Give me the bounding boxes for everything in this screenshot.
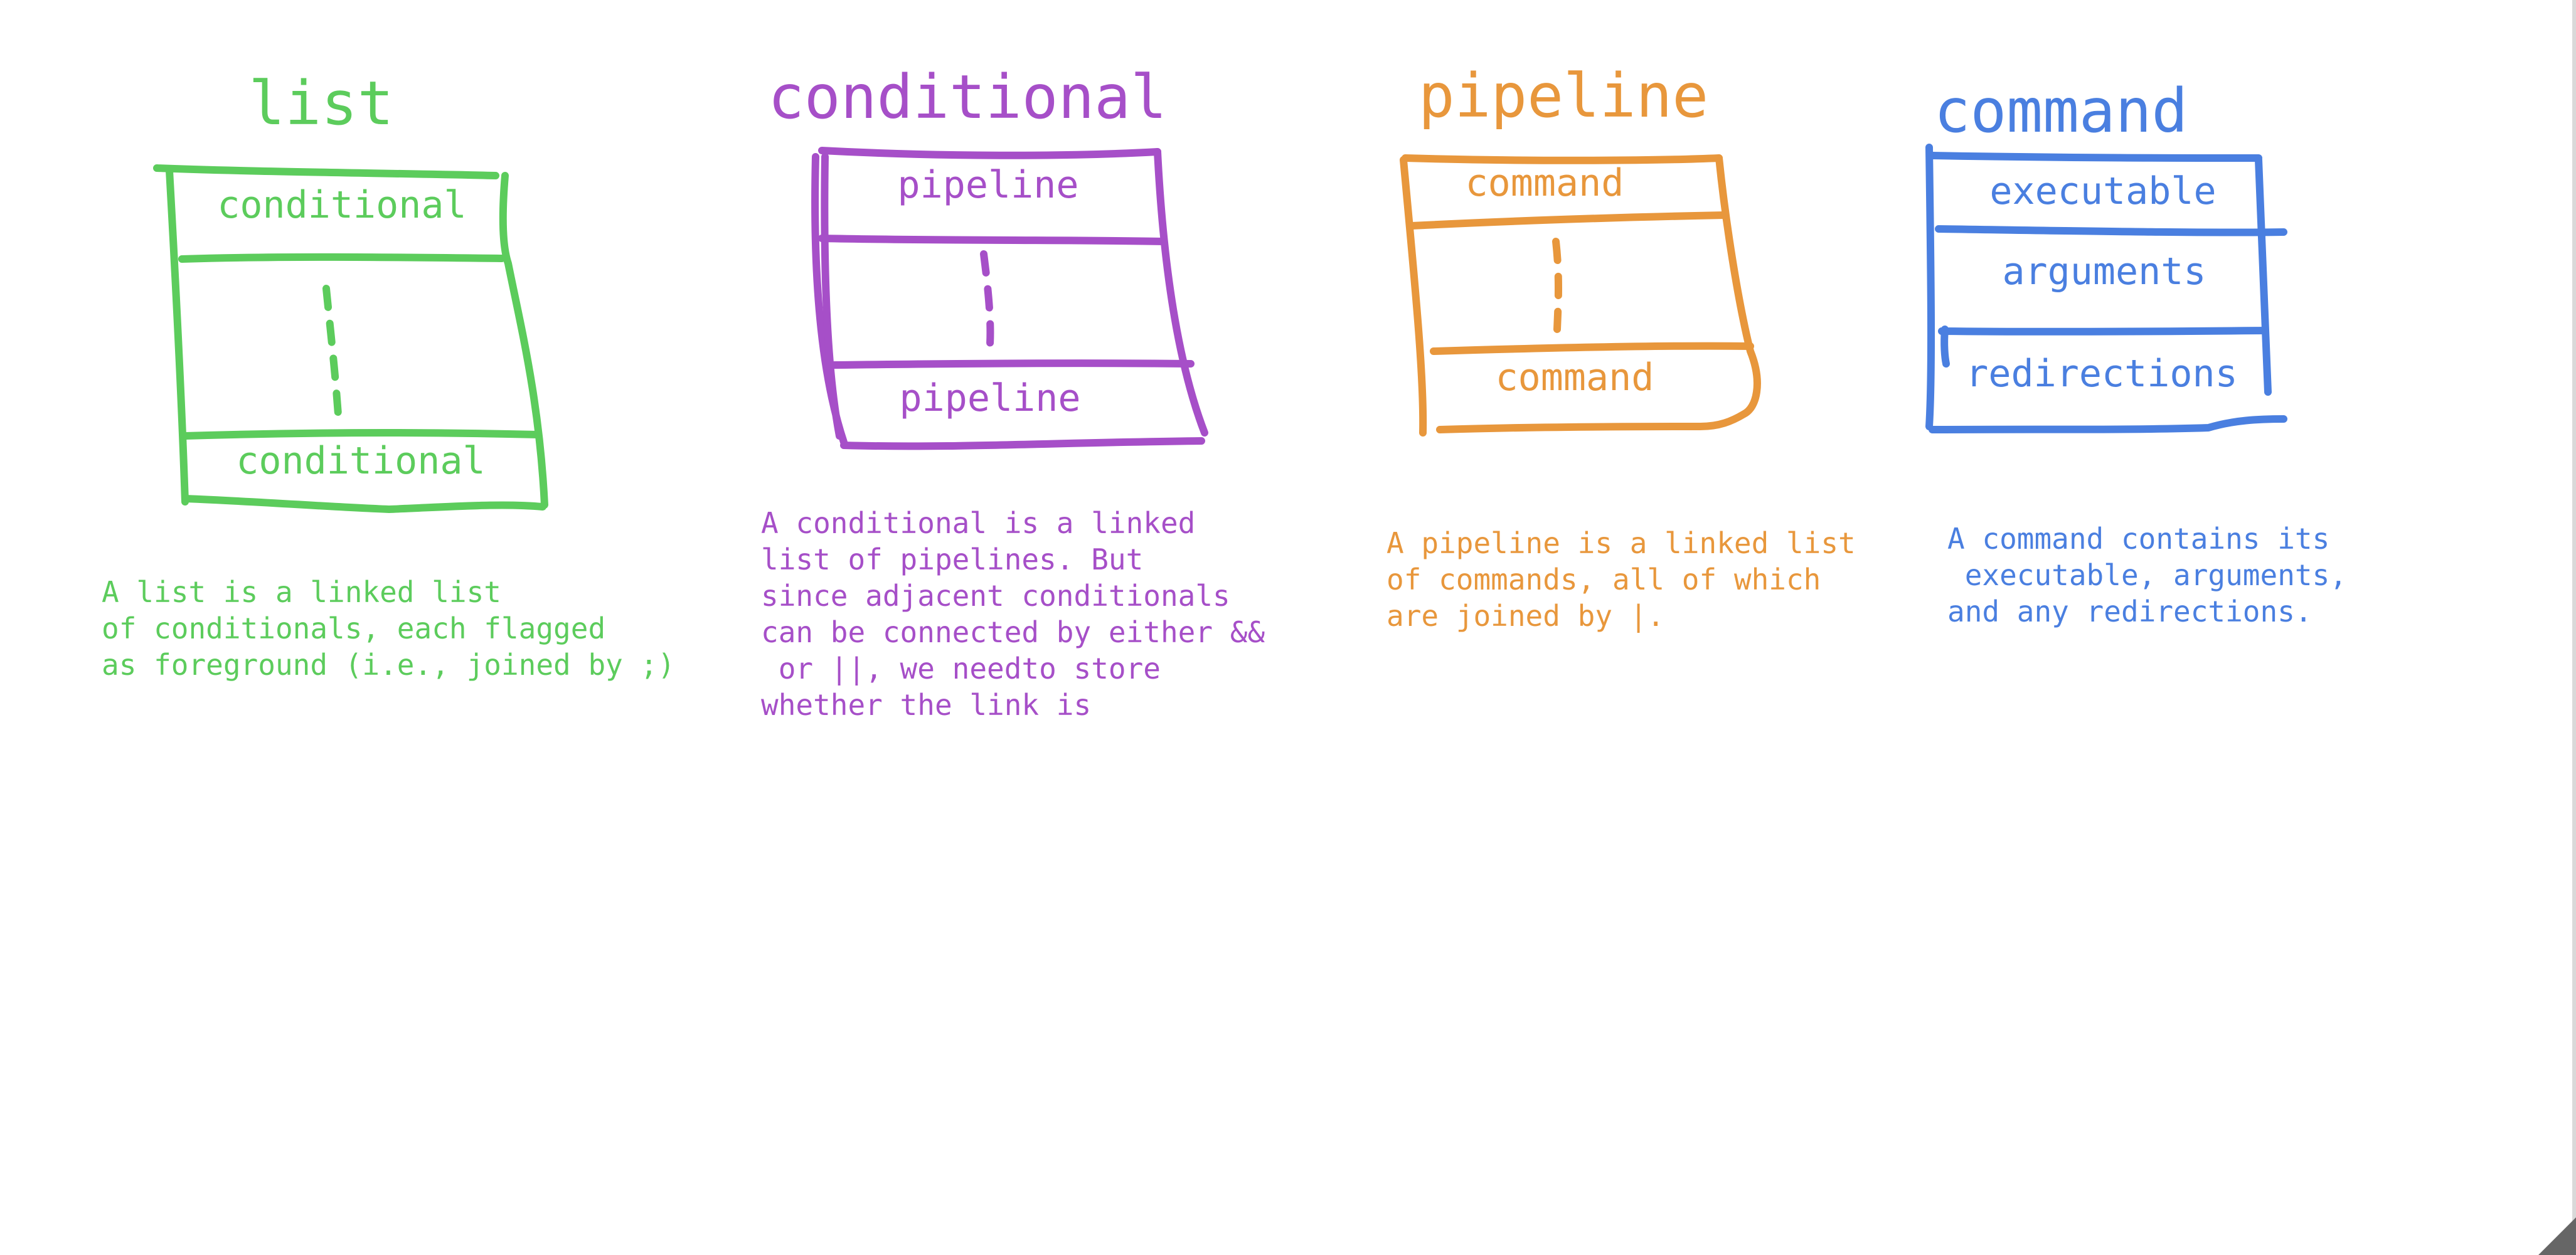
command-box: [1925, 144, 2287, 433]
conditional-title: conditional: [768, 62, 1167, 132]
list-cell-bottom: conditional: [236, 439, 485, 483]
conditional-desc-line: since adjacent conditionals: [761, 579, 1230, 613]
command-cell-executable: executable: [1989, 169, 2216, 213]
pipeline-group: pipeline command command A pipeline is a…: [0, 0, 1977, 633]
command-title: command: [1934, 76, 2188, 146]
conditional-cell-bottom: pipeline: [900, 376, 1081, 420]
list-description: A list is a linked list of conditionals,…: [0, 0, 762, 682]
command-desc-line: A command contains its: [1947, 522, 2329, 556]
command-desc-line: and any redirections.: [1947, 595, 2313, 628]
conditional-desc-line: whether the link is: [761, 688, 1091, 722]
conditional-cell-top: pipeline: [898, 163, 1079, 207]
pipeline-title: pipeline: [1418, 61, 1708, 131]
pipeline-box: [1400, 154, 1761, 437]
list-box: [153, 164, 548, 513]
conditional-group: conditional pipeline pipeline A conditio…: [0, 0, 1386, 722]
command-group: command executable arguments redirection…: [0, 0, 2469, 628]
pipeline-desc-line: are joined by |.: [1386, 599, 1664, 633]
command-description: A command contains its executable, argum…: [0, 0, 2469, 628]
conditional-desc-line: A conditional is a linked: [761, 506, 1195, 540]
list-desc-line: as foreground (i.e., joined by ;): [102, 648, 675, 682]
command-cell-arguments: arguments: [2002, 250, 2206, 294]
list-cell-top: conditional: [217, 183, 466, 227]
list-title: list: [248, 68, 393, 139]
pipeline-desc-line: of commands, all of which: [1386, 563, 1821, 596]
conditional-box: [811, 147, 1208, 450]
command-desc-line: executable, arguments,: [1947, 558, 2347, 592]
pipeline-desc-line: A pipeline is a linked list: [1386, 526, 1856, 560]
conditional-desc-line: can be connected by either &&: [761, 615, 1265, 649]
canvas-edge: [2572, 0, 2576, 1255]
conditional-desc-line: list of pipelines. But: [761, 543, 1143, 576]
resize-handle-icon[interactable]: [2538, 1217, 2576, 1255]
command-cell-redirections: redirections: [1966, 352, 2237, 396]
list-group: list conditional conditional A list is a…: [0, 0, 762, 682]
pipeline-description: A pipeline is a linked list of commands,…: [0, 0, 1977, 633]
list-desc-line: A list is a linked list: [102, 575, 501, 609]
pipeline-cell-bottom: command: [1496, 356, 1654, 400]
list-desc-line: of conditionals, each flagged: [102, 612, 605, 645]
pipeline-cell-top: command: [1466, 161, 1624, 205]
conditional-desc-line: or ||, we needto store: [761, 652, 1161, 686]
conditional-description: A conditional is a linked list of pipeli…: [0, 0, 1386, 722]
